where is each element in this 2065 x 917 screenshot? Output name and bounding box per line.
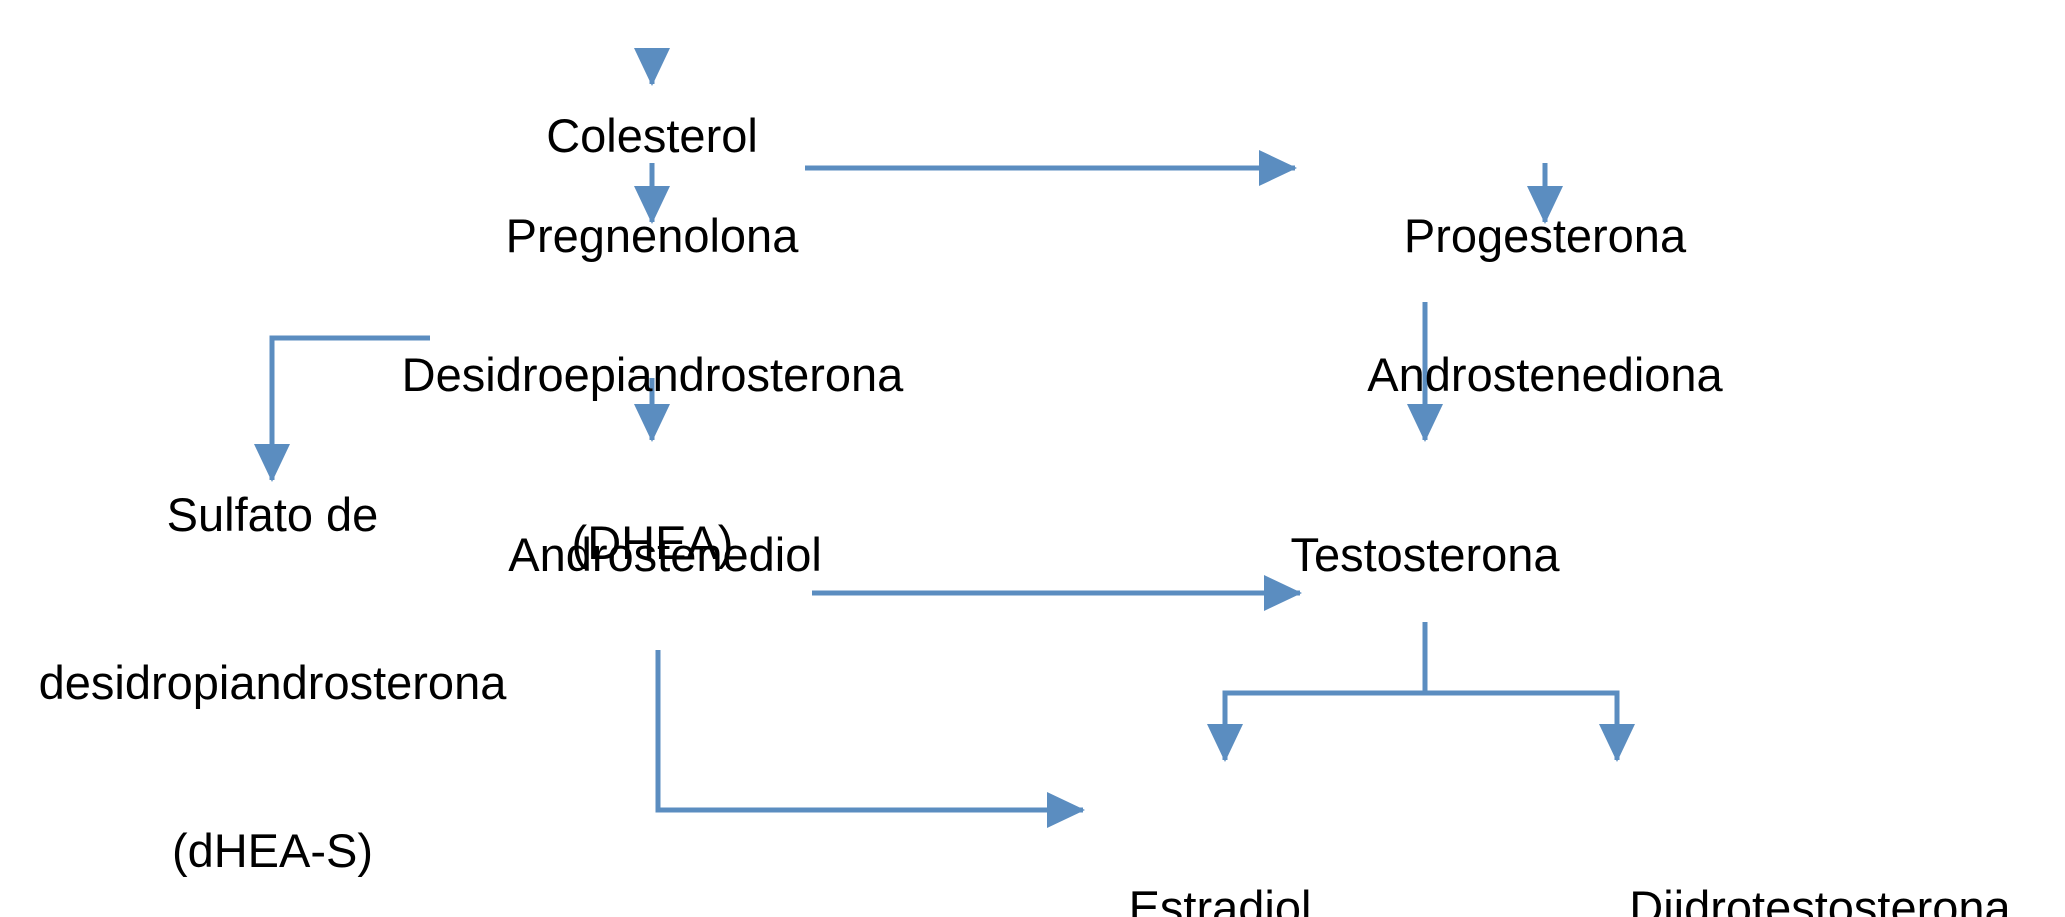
node-testosterona-line-1: Testosterona [1290, 528, 1560, 581]
node-dhea-line-1: Desidroepiandrosterona [401, 348, 904, 401]
node-dheas-line-1: Sulfato de [166, 488, 379, 541]
node-dheas-line-2: desidropiandrosterona [38, 656, 507, 709]
node-androstenediona-line-1: Androstenediona [1367, 348, 1723, 401]
node-dhea: Desidroepiandrosterona (DHEA) [380, 235, 925, 683]
edge-testosterona-to-estradiol [1207, 622, 1428, 763]
node-pregnenolona-line-1: Pregnenolona [505, 209, 799, 262]
node-estradiol-line-1: Estradiol [1128, 881, 1312, 917]
node-dht-line-1: Diidrotestosterona [1629, 881, 2011, 917]
edge-dhea-to-dheas [254, 335, 430, 483]
node-estradiol: Estradiol [1010, 768, 1430, 917]
node-androstenediol: Androstenediol [440, 415, 890, 695]
edge-androstenediol-to-estradiol [655, 650, 1086, 828]
node-dheas-line-3: (dHEA-S) [171, 824, 374, 877]
node-progesterona: Progesterona [1325, 96, 1765, 376]
node-progesterona-line-1: Progesterona [1403, 209, 1687, 262]
edge-testosterona-to-dht [1425, 690, 1635, 763]
node-androstenediol-line-1: Androstenediol [508, 528, 822, 581]
node-dht: Diidrotestosterona (DHT) [1560, 768, 2065, 917]
node-colesterol: Colesterol [437, 0, 867, 276]
node-colesterol-line-1: Colesterol [546, 109, 758, 162]
node-pregnenolona: Pregnenolona [402, 96, 902, 376]
node-androstenediona: Androstenediona [1315, 235, 1775, 515]
node-testosterona: Testosterona [1215, 415, 1635, 695]
node-dheas: Sulfato de desidropiandrosterona (dHEA-S… [0, 375, 585, 917]
node-dhea-line-2: (DHEA) [571, 516, 734, 569]
